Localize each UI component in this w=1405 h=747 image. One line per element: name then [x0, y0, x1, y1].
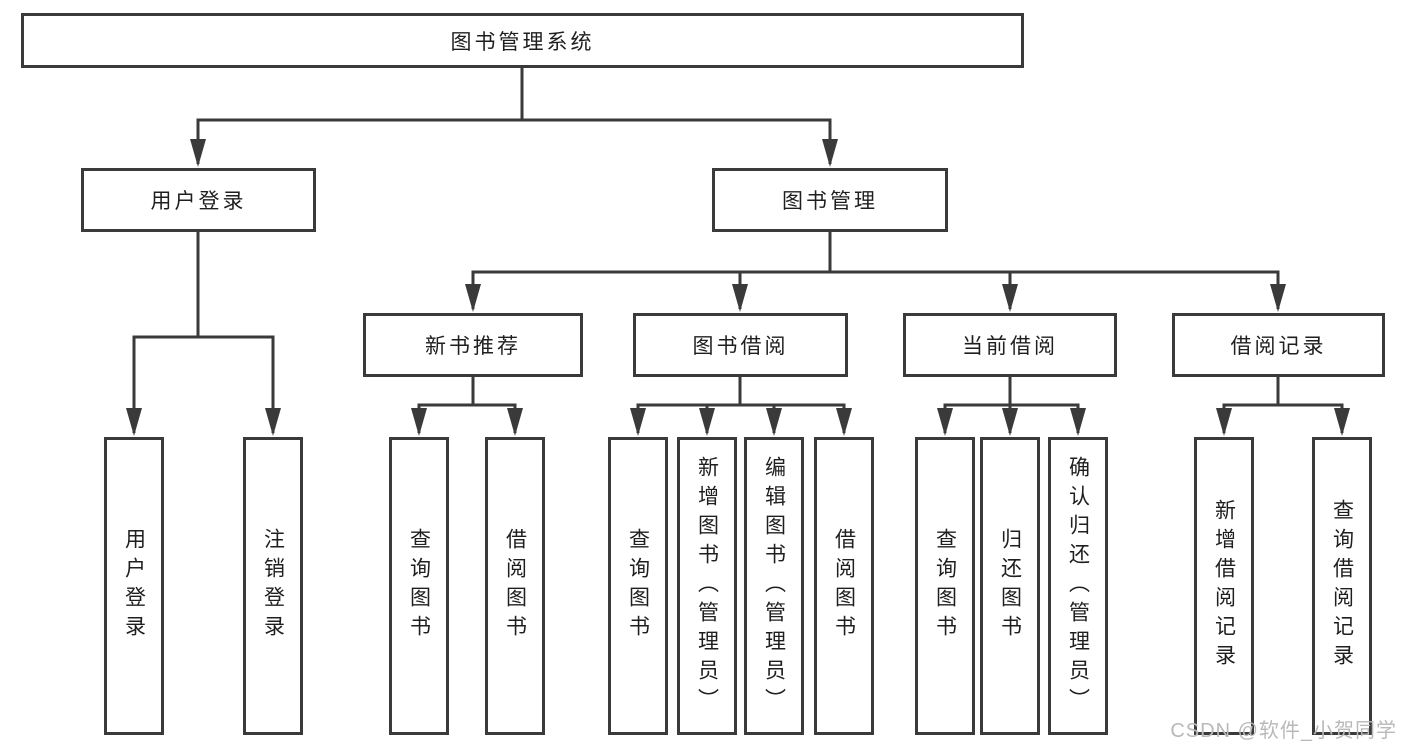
leaf-return-book: 归还图书 — [980, 437, 1040, 735]
arrowhead — [411, 408, 427, 436]
leaf-borrow-books-recommend: 借阅图书 — [485, 437, 545, 735]
connector-root-to-level2 — [196, 68, 832, 164]
leaf-borrow-books: 借阅图书 — [814, 437, 874, 735]
leaf-query-books-current-label: 查询图书 — [933, 528, 957, 644]
arrowhead — [699, 408, 715, 436]
node-borrow-records-label: 借阅记录 — [1230, 335, 1327, 358]
leaf-edit-book-admin: 编辑图书（管理员） — [744, 437, 804, 735]
arrowhead — [1002, 408, 1018, 436]
leaf-add-book-admin: 新增图书（管理员） — [677, 437, 737, 735]
leaf-confirm-return-admin-label: 确认归还（管理员） — [1066, 455, 1090, 717]
leaf-query-books-borrow: 查询图书 — [608, 437, 668, 735]
leaf-borrow-books-recommend-label: 借阅图书 — [503, 528, 527, 644]
arrowhead — [507, 408, 523, 436]
arrowheads — [126, 139, 1350, 436]
leaf-logout-label: 注销登录 — [261, 528, 285, 644]
arrowhead — [1334, 408, 1350, 436]
leaf-add-book-admin-label: 新增图书（管理员） — [695, 455, 719, 717]
arrowhead — [1002, 284, 1018, 312]
arrowhead — [1216, 408, 1232, 436]
node-book-borrow-label: 图书借阅 — [692, 335, 789, 358]
connector-recommend-to-leaves — [417, 377, 517, 433]
connector-mgmt-to-level3 — [471, 232, 1280, 309]
leaf-confirm-return-admin: 确认归还（管理员） — [1048, 437, 1108, 735]
csdn-watermark: CSDN @软件_小贺同学 — [1170, 720, 1397, 742]
arrowhead — [126, 408, 142, 436]
arrowhead — [732, 284, 748, 312]
connector-records-to-leaves — [1222, 377, 1344, 433]
leaf-borrow-books-label: 借阅图书 — [832, 528, 856, 644]
leaf-return-book-label: 归还图书 — [998, 528, 1022, 644]
leaf-logout: 注销登录 — [243, 437, 303, 735]
arrowhead — [630, 408, 646, 436]
node-user-login-label: 用户登录 — [150, 190, 247, 213]
arrowhead — [937, 408, 953, 436]
node-book-management-label: 图书管理 — [782, 190, 878, 213]
node-current-borrow-label: 当前借阅 — [962, 335, 1058, 358]
arrowhead — [1270, 284, 1286, 312]
arrowhead — [465, 284, 481, 312]
node-current-borrow: 当前借阅 — [903, 313, 1117, 377]
leaf-edit-book-admin-label: 编辑图书（管理员） — [762, 455, 786, 717]
leaf-query-borrow-record: 查询借阅记录 — [1312, 437, 1372, 735]
arrowhead — [1070, 408, 1086, 436]
leaf-query-books-current: 查询图书 — [915, 437, 975, 735]
node-new-book-recommend: 新书推荐 — [363, 313, 583, 377]
leaf-query-books-recommend: 查询图书 — [389, 437, 449, 735]
leaf-add-borrow-record-label: 新增借阅记录 — [1212, 499, 1236, 673]
leaf-user-login-label: 用户登录 — [122, 528, 146, 644]
connector-borrow-to-leaves — [636, 377, 846, 433]
arrowhead — [766, 408, 782, 436]
arrowhead — [265, 408, 281, 436]
connector-user-to-leaves — [132, 232, 275, 433]
node-borrow-records: 借阅记录 — [1172, 313, 1385, 377]
leaf-add-borrow-record: 新增借阅记录 — [1194, 437, 1254, 735]
node-user-login: 用户登录 — [81, 168, 316, 232]
arrowhead — [836, 408, 852, 436]
node-new-book-recommend-label: 新书推荐 — [425, 335, 521, 358]
leaf-query-books-recommend-label: 查询图书 — [407, 528, 431, 644]
leaf-query-books-borrow-label: 查询图书 — [626, 528, 650, 644]
leaf-query-borrow-record-label: 查询借阅记录 — [1330, 499, 1354, 673]
arrowhead — [190, 139, 206, 167]
node-library-system-label: 图书管理系统 — [450, 30, 595, 54]
node-library-system: 图书管理系统 — [21, 13, 1024, 68]
node-book-management: 图书管理 — [712, 168, 948, 232]
node-book-borrow: 图书借阅 — [633, 313, 848, 377]
arrowhead — [822, 139, 838, 167]
leaf-user-login: 用户登录 — [104, 437, 164, 735]
